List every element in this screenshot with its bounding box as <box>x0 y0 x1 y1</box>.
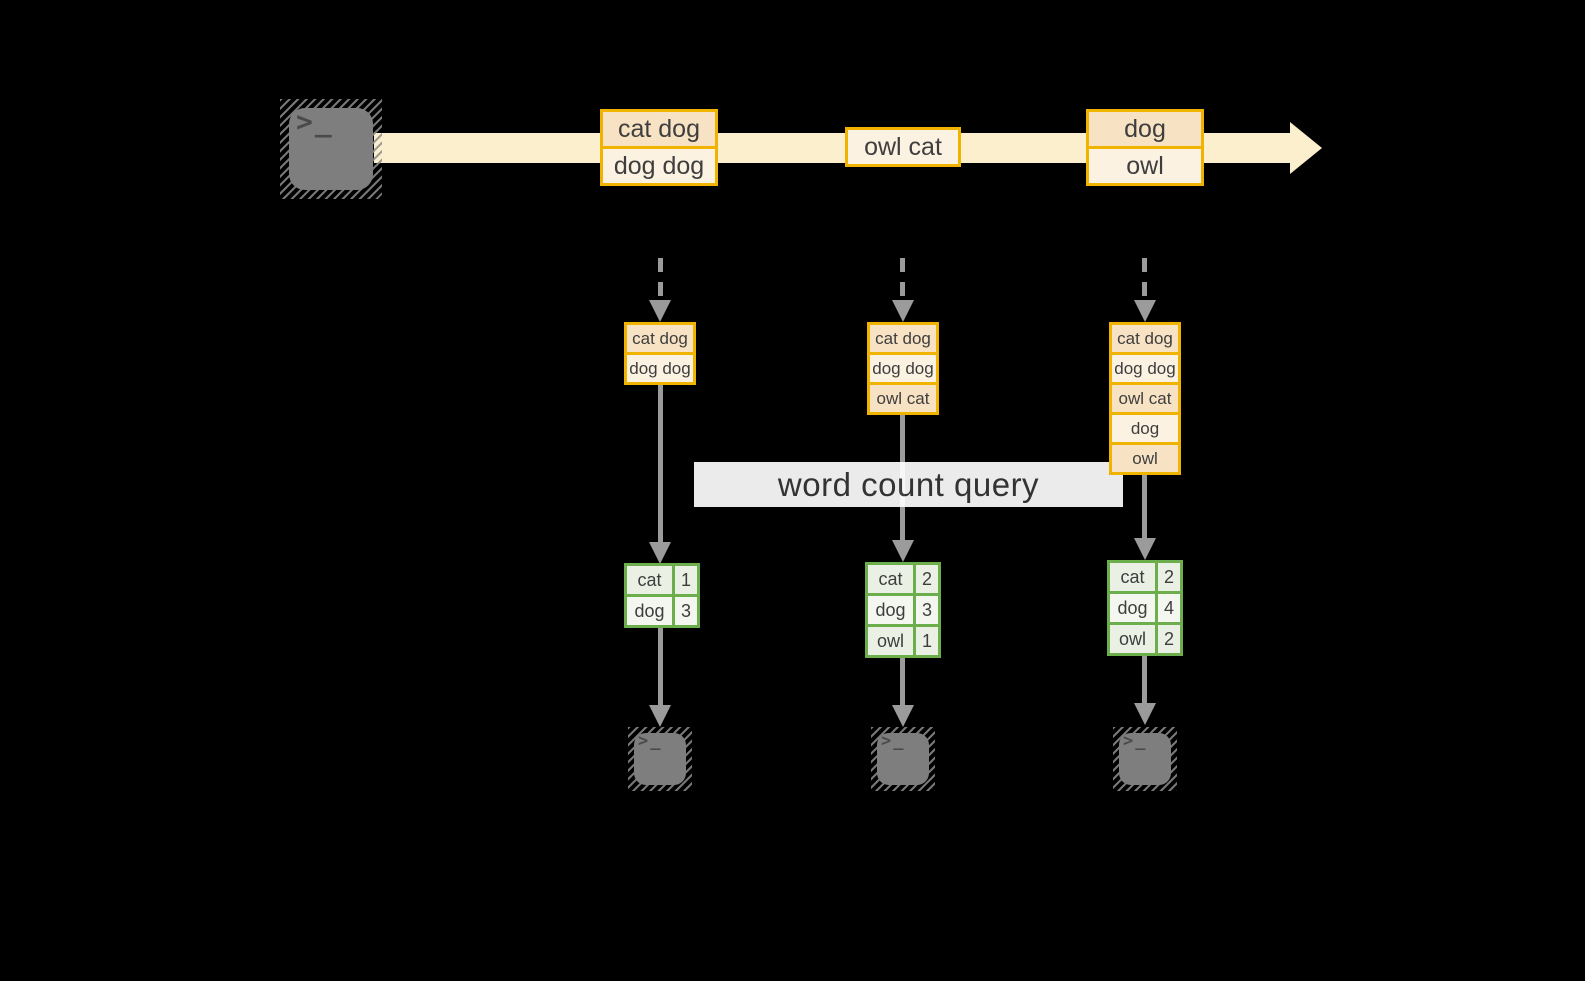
dashed-arrow-line <box>1142 258 1147 302</box>
stream-record: cat dog <box>603 112 715 146</box>
count-word-cell: dog <box>1110 594 1155 622</box>
stream-batch-2: owl cat <box>845 127 961 167</box>
terminal-prompt-glyph: >_ <box>1123 731 1148 751</box>
count-table-2: cat 2 dog 3 owl 1 <box>865 562 941 658</box>
buffer-record: dog dog <box>627 355 693 382</box>
count-word-cell: cat <box>868 565 913 593</box>
stream-record: dog dog <box>603 149 715 183</box>
sink-terminal-icon: >_ <box>628 727 692 791</box>
sink-terminal-icon: >_ <box>871 727 935 791</box>
stream-batch-3: dog owl <box>1086 109 1204 186</box>
buffer-record: owl <box>1112 445 1178 472</box>
terminal-prompt-glyph: >_ <box>296 105 334 138</box>
count-row: dog 4 <box>1110 594 1180 622</box>
arrow-line <box>658 628 663 705</box>
count-row: dog 3 <box>627 597 697 625</box>
count-value-cell: 2 <box>1158 563 1180 591</box>
buffer-record: dog <box>1112 415 1178 442</box>
buffer-record: cat dog <box>627 325 693 352</box>
count-value-cell: 2 <box>1158 625 1180 653</box>
buffer-record: cat dog <box>1112 325 1178 352</box>
count-value-cell: 2 <box>916 565 938 593</box>
count-word-cell: dog <box>627 597 672 625</box>
dashed-arrowhead-icon <box>649 300 671 322</box>
arrow-line <box>658 385 663 542</box>
arrowhead-icon <box>649 705 671 727</box>
buffer-record: owl cat <box>1112 385 1178 412</box>
count-word-cell: cat <box>1110 563 1155 591</box>
arrowhead-icon <box>892 540 914 562</box>
count-row: cat 1 <box>627 566 697 594</box>
stream-arrowhead-icon <box>1290 122 1322 174</box>
terminal-prompt-glyph: >_ <box>881 731 906 751</box>
arrowhead-icon <box>1134 538 1156 560</box>
buffer-record: dog dog <box>1112 355 1178 382</box>
stream-record: owl <box>1089 149 1201 183</box>
count-word-cell: owl <box>868 627 913 655</box>
arrow-line <box>1142 656 1147 703</box>
arrowhead-icon <box>892 705 914 727</box>
count-word-cell: dog <box>868 596 913 624</box>
count-value-cell: 3 <box>675 597 697 625</box>
dashed-arrowhead-icon <box>1134 300 1156 322</box>
dashed-arrow-line <box>900 258 905 302</box>
count-word-cell: owl <box>1110 625 1155 653</box>
terminal-prompt-glyph: >_ <box>638 731 663 751</box>
count-word-cell: cat <box>627 566 672 594</box>
count-value-cell: 4 <box>1158 594 1180 622</box>
count-row: cat 2 <box>1110 563 1180 591</box>
source-terminal-icon: >_ <box>280 99 382 199</box>
stream-batch-1: cat dog dog dog <box>600 109 718 186</box>
query-label: word count query <box>777 465 1040 503</box>
count-value-cell: 1 <box>916 627 938 655</box>
dashed-arrowhead-icon <box>892 300 914 322</box>
count-value-cell: 3 <box>916 596 938 624</box>
buffer-box-1: cat dog dog dog <box>624 322 696 385</box>
stream-record: owl cat <box>848 130 958 164</box>
count-table-3: cat 2 dog 4 owl 2 <box>1107 560 1183 656</box>
buffer-record: dog dog <box>870 355 936 382</box>
terminal-screen <box>634 733 686 785</box>
arrow-line <box>1142 475 1147 538</box>
count-row: cat 2 <box>868 565 938 593</box>
buffer-record: owl cat <box>870 385 936 412</box>
count-row: owl 2 <box>1110 625 1180 653</box>
query-label-band: word count query <box>694 462 1123 507</box>
terminal-screen <box>877 733 929 785</box>
arrowhead-icon <box>1134 703 1156 725</box>
arrow-line <box>900 658 905 705</box>
sink-terminal-icon: >_ <box>1113 727 1177 791</box>
terminal-screen <box>289 108 373 190</box>
buffer-box-3: cat dog dog dog owl cat dog owl <box>1109 322 1181 475</box>
terminal-screen <box>1119 733 1171 785</box>
count-value-cell: 1 <box>675 566 697 594</box>
count-row: dog 3 <box>868 596 938 624</box>
count-table-1: cat 1 dog 3 <box>624 563 700 628</box>
buffer-box-2: cat dog dog dog owl cat <box>867 322 939 415</box>
arrowhead-icon <box>649 542 671 564</box>
stream-record: dog <box>1089 112 1201 146</box>
dashed-arrow-line <box>658 258 663 302</box>
buffer-record: cat dog <box>870 325 936 352</box>
count-row: owl 1 <box>868 627 938 655</box>
